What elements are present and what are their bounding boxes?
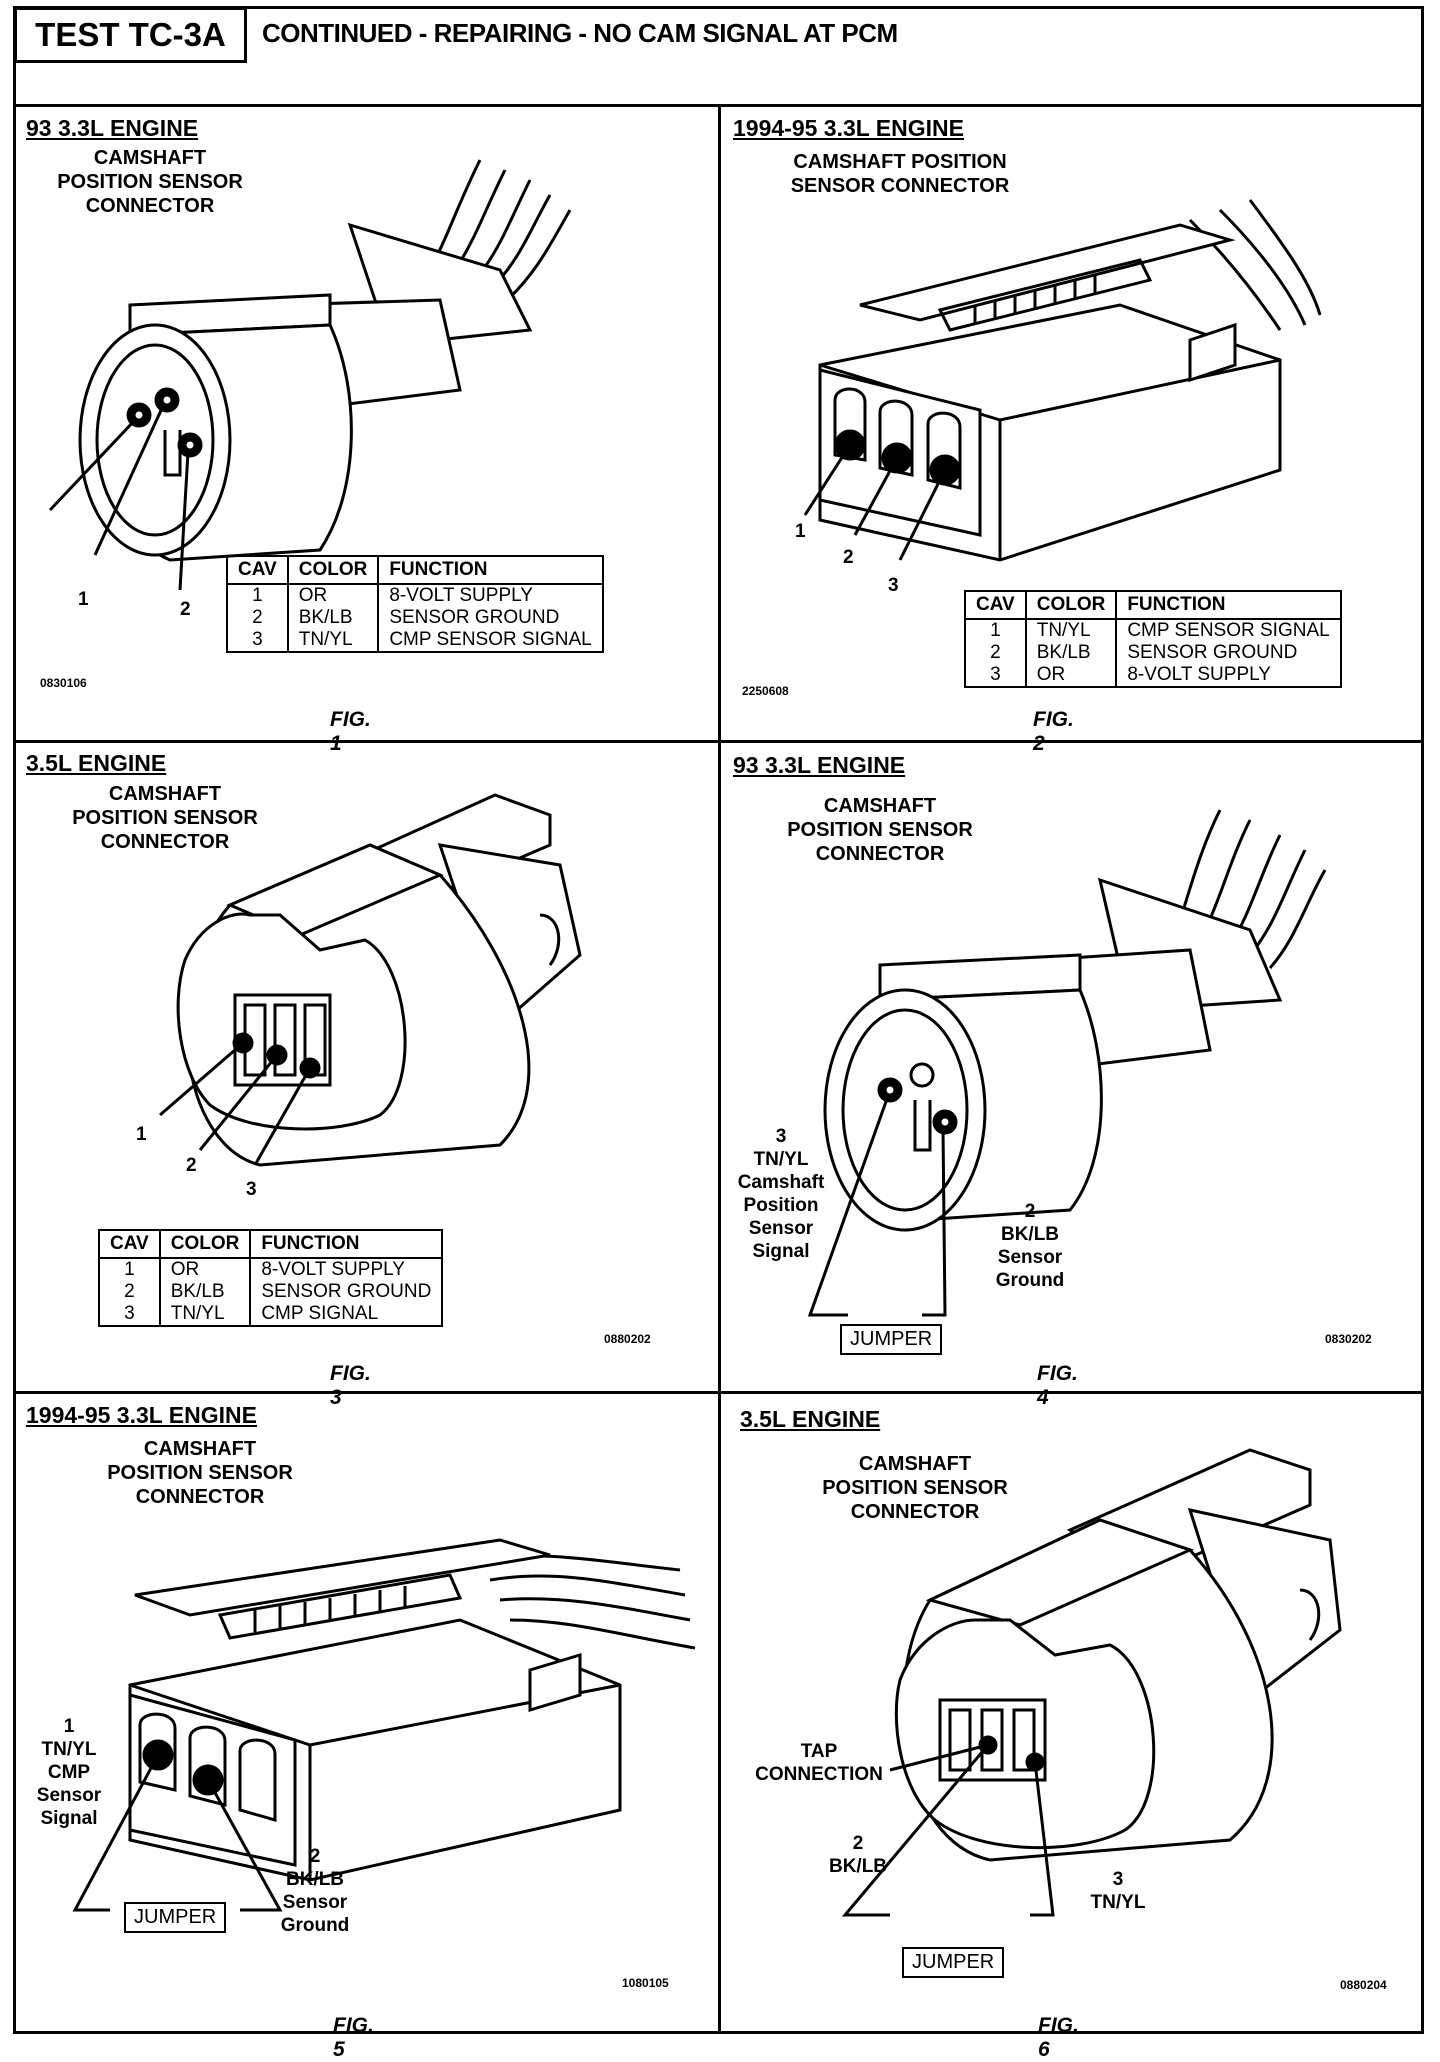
figure-6-code: 0880204 xyxy=(1340,1978,1387,1992)
figure-1-title: 93 3.3L ENGINE xyxy=(26,115,199,141)
table-header-row: CAV COLOR FUNCTION xyxy=(965,591,1341,620)
oval-connector-tap-drawing xyxy=(870,1440,1350,1940)
figure-3-code: 0880202 xyxy=(604,1332,651,1346)
figure-2-callout-3: 3 xyxy=(888,575,899,596)
figure-4-caption: FIG. 4 xyxy=(1037,1362,1078,1409)
figure-3-callout-3: 3 xyxy=(246,1179,257,1200)
figure-6-pin-2-label: 2 BK/LB xyxy=(828,1833,888,1877)
table-header-row: CAV COLOR FUNCTION xyxy=(227,556,603,585)
figure-5-code: 1080105 xyxy=(622,1976,669,1990)
figure-1-caption: FIG. 1 xyxy=(330,708,371,755)
figure-1-subtitle: CAMSHAFT POSITION SENSOR CONNECTOR xyxy=(57,147,243,217)
figure-2-subtitle: CAMSHAFT POSITION SENSOR CONNECTOR xyxy=(790,151,1010,197)
figure-6-jumper-label: JUMPER xyxy=(902,1947,1005,1978)
figure-6-title: 3.5L ENGINE xyxy=(740,1406,881,1432)
figure-4-title: 93 3.3L ENGINE xyxy=(733,752,906,778)
figure-3-caption: FIG. 3 xyxy=(330,1362,371,1409)
figure-1-callout-2: 2 xyxy=(180,599,191,620)
figure-3-callout-2: 2 xyxy=(186,1155,197,1176)
row-divider-1 xyxy=(13,740,1424,743)
figure-4-jumper-label: JUMPER xyxy=(840,1324,943,1355)
figure-3-callout-1: 1 xyxy=(136,1124,147,1145)
figure-6-tap-label: TAP CONNECTION xyxy=(755,1741,883,1785)
test-id-box: TEST TC-3A xyxy=(14,7,247,63)
figure-5-caption: FIG. 5 xyxy=(333,2014,374,2061)
oval-connector-drawing xyxy=(140,785,600,1185)
figure-4-pin-3-label: 3 TN/YL Camshaft Position Sensor Signal xyxy=(737,1126,825,1262)
flat-connector-jumper-drawing xyxy=(80,1470,720,1940)
figure-2-caption: FIG. 2 xyxy=(1033,708,1074,755)
figure-2-title: 1994-95 3.3L ENGINE xyxy=(733,115,964,141)
column-divider xyxy=(718,104,721,2034)
figure-3-subtitle: CAMSHAFT POSITION SENSOR CONNECTOR xyxy=(72,783,258,853)
figure-5-pin-1-label: 1 TN/YL CMP Sensor Signal xyxy=(36,1716,102,1829)
row-divider-2 xyxy=(13,1391,1424,1394)
figure-5-jumper-label: JUMPER xyxy=(124,1902,227,1933)
round-connector-drawing xyxy=(30,130,690,600)
figure-4-code: 0830202 xyxy=(1325,1332,1372,1346)
table-header-row: CAV COLOR FUNCTION xyxy=(99,1230,443,1259)
page-title: CONTINUED - REPAIRING - NO CAM SIGNAL AT… xyxy=(262,18,898,48)
figure-6-pin-3-label: 3 TN/YL xyxy=(1090,1869,1146,1913)
figure-6-caption: FIG. 6 xyxy=(1038,2014,1079,2061)
figure-6-subtitle: CAMSHAFT POSITION SENSOR CONNECTOR xyxy=(822,1453,1008,1523)
figure-5-pin-2-label: 2 BK/LB Sensor Ground xyxy=(280,1846,350,1936)
figure-5-title: 1994-95 3.3L ENGINE xyxy=(26,1402,257,1428)
round-connector-jumper-drawing xyxy=(800,800,1380,1300)
figure-1-code: 0830106 xyxy=(40,676,87,690)
figure-2-code: 2250608 xyxy=(742,684,789,698)
figure-2-callout-2: 2 xyxy=(843,547,854,568)
figure-5-subtitle: CAMSHAFT POSITION SENSOR CONNECTOR xyxy=(107,1438,293,1508)
figure-3-title: 3.5L ENGINE xyxy=(26,750,167,776)
figure-1-callout-1: 1 xyxy=(78,589,89,610)
figure-4-pin-2-label: 2 BK/LB Sensor Ground xyxy=(995,1201,1065,1291)
flat-connector-drawing xyxy=(760,140,1400,580)
figure-2-callout-1: 1 xyxy=(795,521,806,542)
figure-4-subtitle: CAMSHAFT POSITION SENSOR CONNECTOR xyxy=(787,795,973,865)
